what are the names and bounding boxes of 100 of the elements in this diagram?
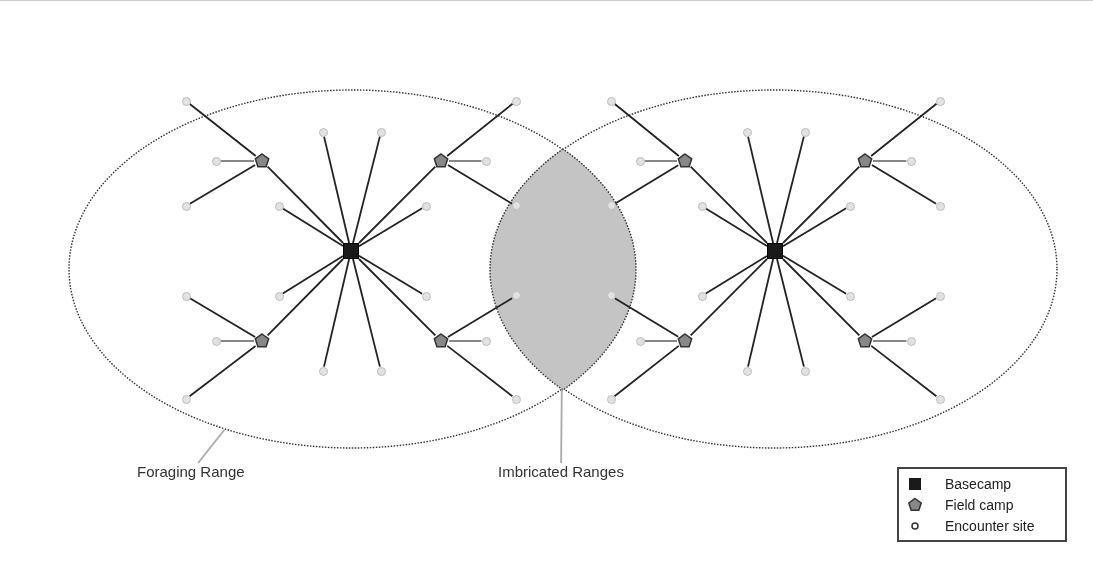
legend-label: Basecamp bbox=[945, 475, 1012, 492]
connecting-line bbox=[613, 345, 680, 398]
circle-marker bbox=[606, 291, 616, 301]
connecting-line bbox=[281, 255, 344, 295]
circle-marker bbox=[181, 394, 191, 404]
circle-marker bbox=[845, 201, 855, 211]
pentagon-marker bbox=[254, 153, 270, 169]
circle-marker bbox=[274, 291, 284, 301]
square-marker bbox=[343, 243, 359, 259]
circle-marker bbox=[511, 96, 521, 106]
connecting-line bbox=[281, 207, 344, 247]
connecting-line bbox=[689, 258, 768, 337]
overlap-lens bbox=[490, 148, 636, 390]
circle-marker bbox=[181, 96, 191, 106]
range-label: Imbricated Ranges bbox=[498, 463, 624, 481]
connecting-line bbox=[870, 102, 938, 157]
connecting-line bbox=[219, 340, 255, 342]
connecting-line bbox=[782, 207, 847, 248]
pentagon-marker bbox=[677, 333, 693, 349]
connecting-line bbox=[323, 135, 350, 244]
connecting-line bbox=[870, 345, 938, 398]
pentagon-marker bbox=[677, 153, 693, 169]
circle-marker bbox=[376, 127, 386, 137]
legend-label: Field camp bbox=[945, 496, 1014, 513]
connecting-line bbox=[352, 135, 381, 244]
connecting-line bbox=[266, 258, 344, 337]
connecting-line bbox=[188, 102, 257, 157]
connecting-line bbox=[358, 165, 437, 244]
circle-marker bbox=[181, 291, 191, 301]
connecting-line bbox=[448, 340, 483, 342]
connecting-line bbox=[872, 340, 908, 342]
circle-marker bbox=[211, 156, 221, 166]
connecting-line bbox=[782, 258, 861, 337]
connecting-line bbox=[358, 258, 437, 337]
circle-marker bbox=[935, 96, 945, 106]
connecting-line bbox=[189, 164, 256, 205]
legend-label: Encounter site bbox=[945, 517, 1035, 534]
circle-marker bbox=[635, 156, 645, 166]
connecting-line bbox=[219, 160, 255, 162]
connecting-line bbox=[447, 164, 513, 205]
connecting-line bbox=[747, 258, 774, 368]
connecting-line bbox=[704, 207, 768, 247]
connecting-line bbox=[782, 165, 861, 244]
circle-marker bbox=[376, 366, 386, 376]
connecting-line bbox=[188, 345, 257, 398]
connecting-line bbox=[446, 102, 514, 157]
connecting-line bbox=[776, 258, 805, 368]
connecting-line bbox=[776, 135, 805, 244]
circle-marker bbox=[635, 336, 645, 346]
circle-marker bbox=[742, 366, 752, 376]
circle-marker bbox=[742, 127, 752, 137]
circle-marker bbox=[800, 366, 810, 376]
circle-marker bbox=[511, 394, 521, 404]
connecting-line bbox=[643, 160, 678, 162]
circle-marker bbox=[421, 291, 431, 301]
circle-marker bbox=[274, 201, 284, 211]
circle-marker bbox=[481, 336, 491, 346]
circle-marker bbox=[697, 201, 707, 211]
connecting-line bbox=[613, 297, 680, 338]
circle-marker bbox=[935, 291, 945, 301]
connecting-line bbox=[871, 297, 937, 338]
connecting-line bbox=[266, 165, 344, 244]
circle-marker bbox=[606, 394, 616, 404]
connecting-line bbox=[189, 297, 256, 338]
circle-marker bbox=[697, 291, 707, 301]
connecting-line bbox=[448, 160, 483, 162]
circle-marker bbox=[906, 156, 916, 166]
circle-marker bbox=[511, 291, 521, 301]
connecting-line bbox=[446, 345, 514, 398]
pentagon-marker bbox=[433, 153, 449, 169]
circle-marker bbox=[421, 201, 431, 211]
connecting-line bbox=[352, 258, 381, 368]
circle-marker bbox=[935, 394, 945, 404]
square-marker bbox=[767, 243, 783, 259]
circle-marker bbox=[845, 291, 855, 301]
pentagon-marker bbox=[433, 333, 449, 349]
pentagon-marker bbox=[254, 333, 270, 349]
connecting-line bbox=[358, 254, 423, 295]
connecting-line bbox=[871, 164, 937, 205]
circle-marker bbox=[906, 336, 916, 346]
connecting-line bbox=[358, 207, 423, 248]
connecting-line bbox=[872, 160, 908, 162]
circle-marker bbox=[511, 201, 521, 211]
circle-marker bbox=[935, 201, 945, 211]
circle-marker bbox=[606, 201, 616, 211]
circle-marker bbox=[800, 127, 810, 137]
connecting-line bbox=[747, 135, 774, 244]
connecting-line bbox=[689, 165, 768, 244]
connecting-line bbox=[613, 164, 680, 205]
connecting-line bbox=[613, 102, 680, 157]
pentagon-marker bbox=[857, 153, 873, 169]
connecting-line bbox=[782, 254, 847, 295]
pentagon-marker bbox=[857, 333, 873, 349]
leader-line bbox=[197, 428, 226, 464]
connecting-line bbox=[643, 340, 678, 342]
circle-marker bbox=[181, 201, 191, 211]
circle-marker bbox=[318, 127, 328, 137]
range-label: Foraging Range bbox=[137, 463, 245, 481]
circle-marker bbox=[606, 96, 616, 106]
circle-marker bbox=[318, 366, 328, 376]
